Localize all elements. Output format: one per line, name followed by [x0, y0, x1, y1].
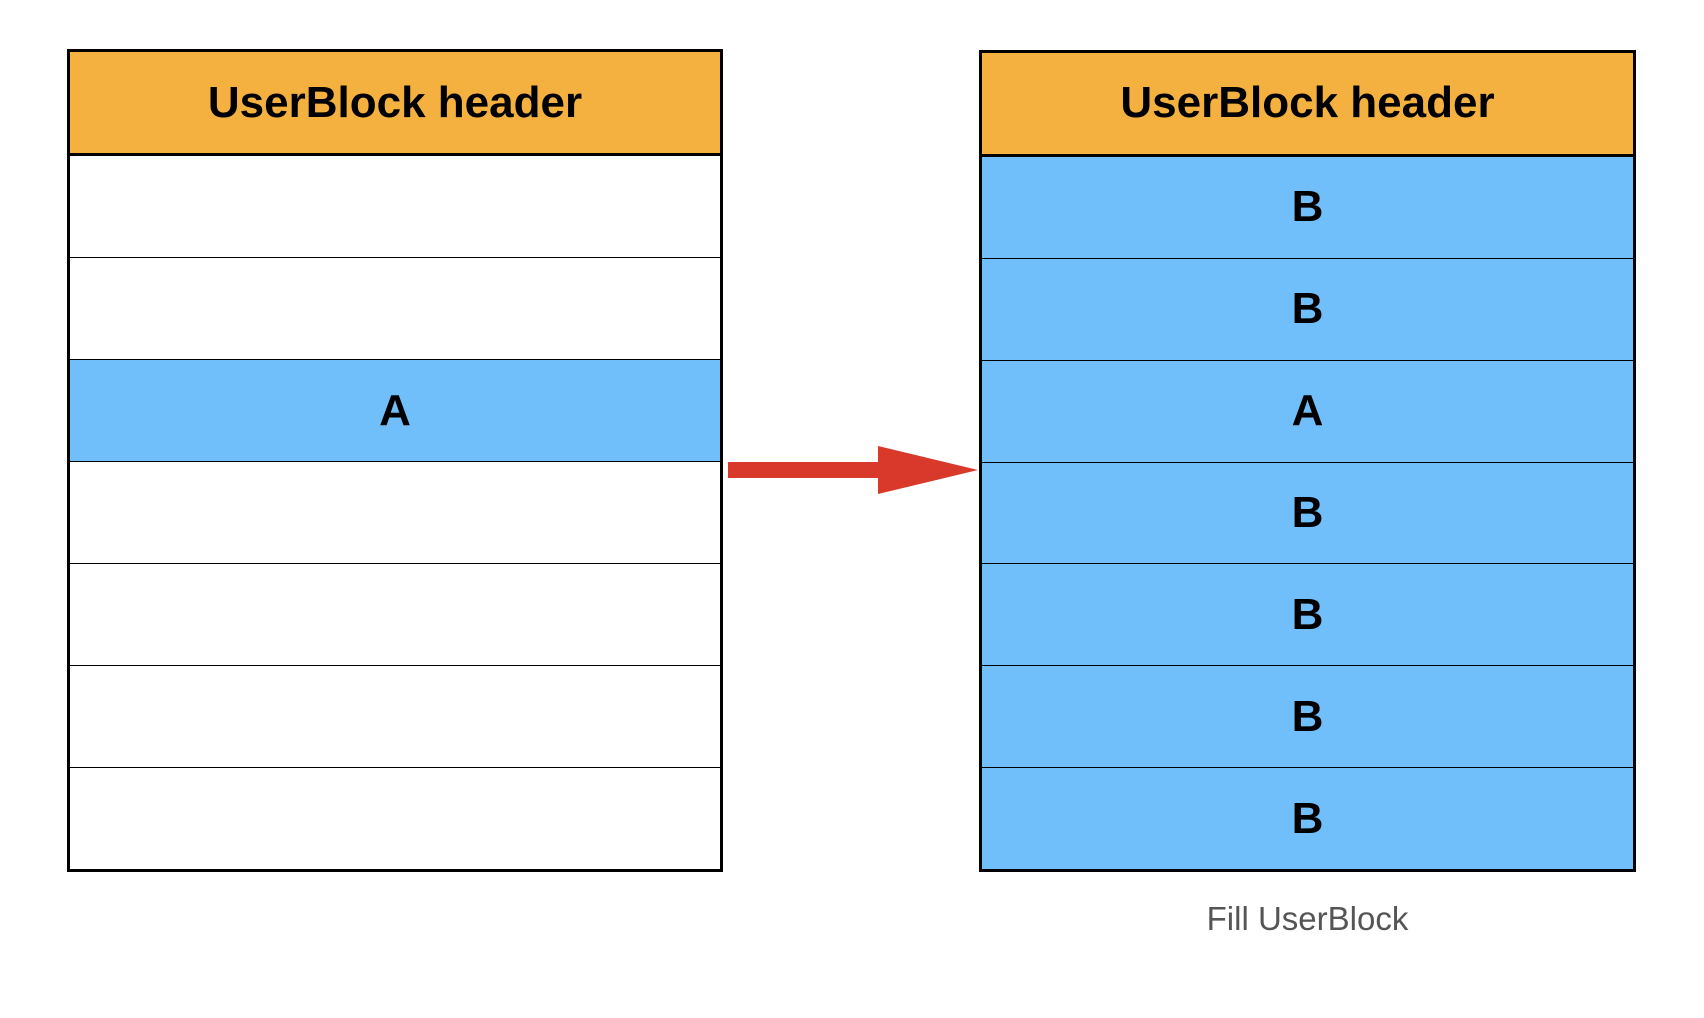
left-cell: [70, 257, 720, 359]
left-userblock-header: UserBlock header: [70, 52, 720, 156]
right-cell: B: [982, 257, 1633, 360]
arrow-head: [878, 446, 978, 494]
left-cell: [70, 767, 720, 869]
arrow-shaft: [728, 462, 880, 478]
right-cell: A: [982, 359, 1633, 462]
right-cell: B: [982, 156, 1633, 258]
right-cell: B: [982, 461, 1633, 564]
right-userblock: UserBlock header B B A B B B B: [979, 50, 1636, 872]
caption: Fill UserBlock: [1206, 900, 1409, 937]
right-cell: B: [982, 767, 1633, 869]
right-cell: B: [982, 563, 1633, 666]
left-cell: [70, 665, 720, 767]
right-arrow-icon: [728, 446, 978, 494]
left-cell: [70, 461, 720, 563]
left-cell: A: [70, 359, 720, 461]
left-cell: [70, 156, 720, 257]
left-cell: [70, 563, 720, 665]
right-userblock-header: UserBlock header: [982, 53, 1633, 157]
right-cell: B: [982, 665, 1633, 768]
left-userblock: UserBlock header A: [67, 49, 723, 872]
